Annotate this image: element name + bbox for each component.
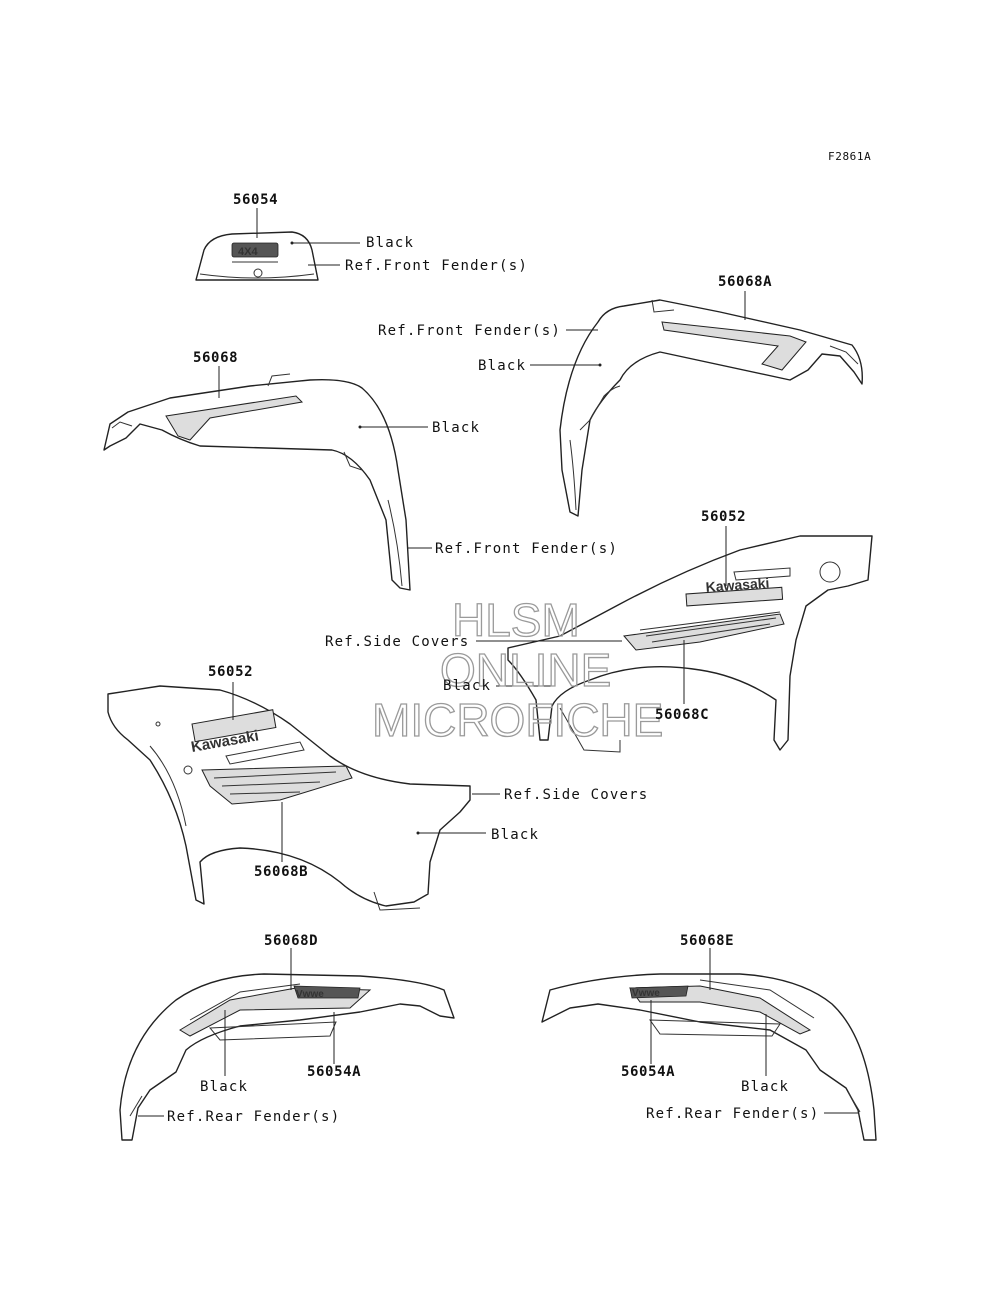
left-rear-emblem: Vwwe	[296, 989, 324, 1000]
watermark-line1: HLSM	[452, 594, 580, 646]
part-number-56052-left[interactable]: 56052	[208, 664, 253, 680]
label-ref-rear-fender-left: Ref.Rear Fender(s)	[167, 1109, 340, 1125]
label-ref-rear-fender-right: Ref.Rear Fender(s)	[646, 1106, 819, 1122]
right-rear-emblem: Vwwe	[632, 988, 660, 999]
figure-id: F2861A	[828, 150, 871, 163]
front-emblem-cover[interactable]: 4X4	[195, 231, 319, 281]
watermark-line3: MICROFICHE	[372, 694, 663, 746]
label-black-left-side: Black	[491, 827, 539, 843]
watermark: HLSM ONLINE MICROFICHE	[371, 593, 664, 746]
part-number-56054[interactable]: 56054	[233, 192, 278, 208]
watermark-line2: ONLINE	[440, 644, 611, 696]
right-rear-fender[interactable]	[541, 973, 877, 1141]
part-number-56052-right[interactable]: 56052	[701, 509, 746, 525]
label-ref-side-covers-left: Ref.Side Covers	[504, 787, 648, 803]
label-black-right-fender: Black	[478, 358, 526, 374]
part-number-56068B[interactable]: 56068B	[254, 864, 308, 880]
left-rear-fender[interactable]	[119, 973, 455, 1141]
left-front-fender[interactable]	[103, 373, 411, 591]
label-black-emblem: Black	[366, 235, 414, 251]
label-ref-front-fender-emblem: Ref.Front Fender(s)	[345, 258, 528, 274]
label-black-right-side: Black	[443, 678, 491, 694]
label-black-right-rear: Black	[741, 1079, 789, 1095]
right-front-fender[interactable]	[559, 299, 863, 517]
part-number-56054A-right[interactable]: 56054A	[621, 1064, 675, 1080]
part-number-56068D[interactable]: 56068D	[264, 933, 318, 949]
right-side-cover[interactable]: Kawasaki	[507, 535, 873, 753]
left-side-cover[interactable]: Kawasaki	[107, 685, 471, 911]
part-number-56068C[interactable]: 56068C	[655, 707, 709, 723]
label-black-left-fender: Black	[432, 420, 480, 436]
label-ref-front-fender-right: Ref.Front Fender(s)	[378, 323, 561, 339]
part-number-56068[interactable]: 56068	[193, 350, 238, 366]
label-black-left-rear: Black	[200, 1079, 248, 1095]
right-brand-decal: Kawasaki	[705, 575, 770, 595]
label-ref-front-fender-left: Ref.Front Fender(s)	[435, 541, 618, 557]
label-ref-side-covers-right: Ref.Side Covers	[325, 634, 469, 650]
part-number-56068E[interactable]: 56068E	[680, 933, 734, 949]
part-number-56068A[interactable]: 56068A	[718, 274, 772, 290]
front-emblem-text: 4X4	[238, 246, 258, 258]
part-number-56054A-left[interactable]: 56054A	[307, 1064, 361, 1080]
